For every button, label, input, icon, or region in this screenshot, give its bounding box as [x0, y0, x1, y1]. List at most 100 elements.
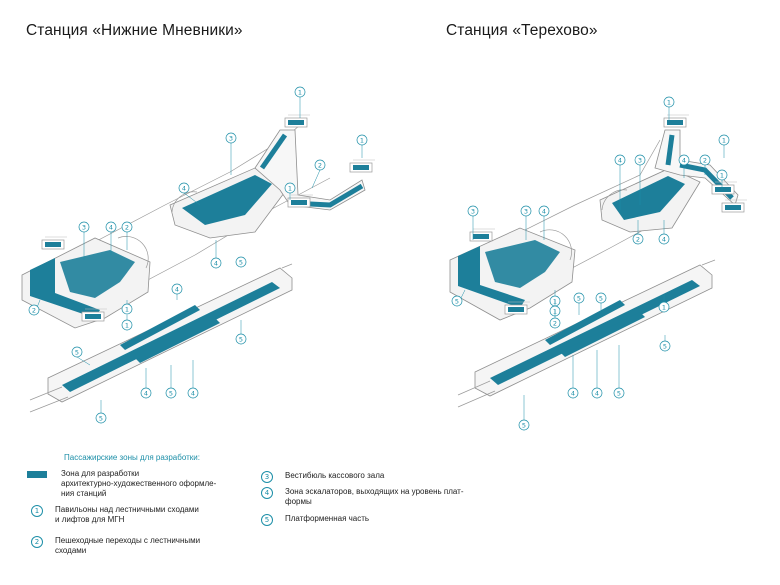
left-callout-marker-label-16: 5	[75, 348, 79, 356]
right-callout-marker-18	[658, 301, 670, 313]
right-callout-marker-label-23: 5	[522, 421, 526, 429]
right-callout-marker-label-2: 4	[618, 156, 622, 164]
right-callout-marker-3	[634, 154, 646, 166]
left-callout-marker-6	[78, 221, 90, 233]
left-callout-marker-label-5: 1	[288, 184, 292, 192]
left-platform-zone	[62, 282, 280, 392]
legend-item-2: 2 Пешеходные переходы с лестничными сход…	[27, 536, 200, 556]
legend-item-1: 1 Павильоны над лестничными сходами и ли…	[27, 505, 199, 525]
left-callout-marker-3	[314, 159, 326, 171]
right-callout-marker-20	[567, 387, 579, 399]
right-callout-marker-label-12: 5	[455, 297, 459, 305]
left-callout-marker-18	[165, 387, 177, 399]
left-callout-marker-label-10: 5	[239, 258, 243, 266]
right-callout-marker-label-20: 4	[571, 389, 575, 397]
right-callout-marker-16	[573, 292, 585, 304]
right-callout-marker-6	[716, 169, 728, 181]
right-callout-marker-22	[613, 387, 625, 399]
left-callout-marker-label-14: 1	[125, 321, 129, 329]
right-callout-marker-label-22: 5	[617, 389, 621, 397]
left-callout-marker-9	[210, 257, 222, 269]
right-callout-marker-7	[467, 205, 479, 217]
left-callout-marker-4	[178, 182, 190, 194]
station-title-nizhnie-mnevniki: Станция «Нижние Мневники»	[26, 22, 243, 39]
legend-num-3-icon: 3	[261, 471, 273, 483]
legend-item-3: 3 Вестибюль кассового зала	[257, 471, 384, 483]
left-callout-marker-16	[71, 346, 83, 358]
left-callout-marker-5	[284, 182, 296, 194]
right-callout-marker-11	[658, 233, 670, 245]
right-platform-zone	[490, 280, 700, 385]
right-callout-marker-label-5: 2	[703, 156, 707, 164]
upper-vestibule-zone	[182, 175, 272, 225]
legend-zone-line2: архитектурно-художественного оформле-	[61, 479, 217, 488]
station-title-terekhovo: Станция «Терехово»	[446, 22, 598, 39]
left-callout-marker-label-2: 3	[229, 134, 233, 142]
right-callout-marker-label-8: 3	[524, 207, 528, 215]
left-callout-marker-label-1: 1	[360, 136, 364, 144]
right-callout-marker-19	[659, 340, 671, 352]
right-callout-marker-1	[718, 134, 730, 146]
left-callout-marker-label-8: 2	[125, 223, 129, 231]
right-callout-marker-label-15: 2	[553, 319, 557, 327]
left-callout-marker-19	[187, 387, 199, 399]
left-callout-marker-label-3: 2	[318, 161, 322, 169]
right-callout-marker-label-7: 3	[471, 207, 475, 215]
left-callout-leader-3	[311, 169, 321, 189]
left-callout-marker-label-17: 4	[144, 389, 148, 397]
zone-swatch	[27, 471, 47, 478]
legend-zone-line3: ния станций	[61, 489, 107, 498]
left-callout-leader-16	[76, 356, 91, 366]
legend-item-5: 5 Платформенная часть	[257, 514, 369, 526]
right-callout-marker-9	[538, 205, 550, 217]
legend-num-1-icon: 1	[31, 505, 43, 517]
left-callout-marker-10	[235, 256, 247, 268]
left-callout-marker-label-11: 2	[32, 306, 36, 314]
left-callout-marker-2	[225, 132, 237, 144]
legend-item-4: 4 Зона эскалаторов, выходящих на уровень…	[257, 487, 464, 507]
right-callout-marker-label-3: 3	[638, 156, 642, 164]
right-callout-marker-17	[595, 292, 607, 304]
legend-item3-line1: Вестибюль кассового зала	[285, 471, 385, 480]
left-callout-marker-label-20: 5	[99, 414, 103, 422]
left-callout-marker-11	[28, 304, 40, 316]
right-callout-marker-15	[549, 317, 561, 329]
legend-item1-line1: Павильоны над лестничными сходами	[55, 505, 199, 514]
right-callout-marker-0	[663, 96, 675, 108]
legend-zone-line1: Зона для разработки	[61, 469, 140, 478]
left-callout-marker-12	[121, 303, 133, 315]
right-callout-marker-label-18: 1	[662, 303, 666, 311]
legend-item1-line2: и лифтов для МГН	[55, 515, 125, 524]
left-callout-marker-20	[95, 412, 107, 424]
left-callout-marker-17	[140, 387, 152, 399]
right-callout-marker-10	[632, 233, 644, 245]
left-callout-marker-label-18: 5	[169, 389, 173, 397]
legend-item4-line1: Зона эскалаторов, выходящих на уровень п…	[285, 487, 464, 496]
left-callout-marker-label-7: 4	[109, 223, 113, 231]
right-callout-marker-label-21: 4	[595, 389, 599, 397]
right-callout-marker-label-4: 4	[682, 156, 686, 164]
right-callout-marker-23	[518, 419, 530, 431]
legend-num-4-icon: 4	[261, 487, 273, 499]
legend-num-2-icon: 2	[31, 536, 43, 548]
left-callout-marker-1	[356, 134, 368, 146]
right-callout-marker-5	[699, 154, 711, 166]
right-callout-marker-2	[614, 154, 626, 166]
left-vestibule-zone	[30, 258, 100, 318]
left-callout-marker-15	[235, 333, 247, 345]
legend-heading: Пассажирские зоны для разработки:	[64, 453, 200, 462]
left-callout-marker-label-0: 1	[298, 88, 302, 96]
right-callout-marker-21	[591, 387, 603, 399]
left-callout-marker-label-6: 3	[82, 223, 86, 231]
legend-item2-line2: сходами	[55, 546, 87, 555]
left-callout-marker-7	[105, 221, 117, 233]
left-callout-marker-8	[121, 221, 133, 233]
right-callout-marker-label-19: 5	[663, 342, 667, 350]
right-callout-marker-label-6: 1	[720, 171, 724, 179]
left-callout-marker-label-9: 4	[214, 259, 218, 267]
left-callout-marker-0	[294, 86, 306, 98]
right-callout-marker-4	[678, 154, 690, 166]
